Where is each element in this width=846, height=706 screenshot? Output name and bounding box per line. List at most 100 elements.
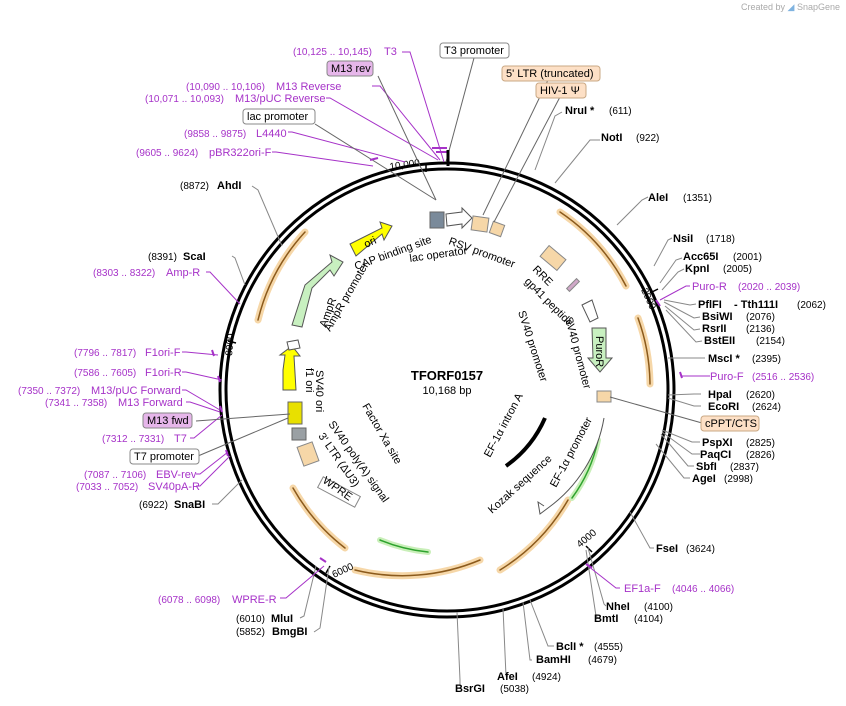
- plasmid-size: 10,168 bp: [423, 385, 472, 397]
- enzyme-paqci: PaqCI: [700, 449, 731, 461]
- enzyme-msci-pos: (2395): [752, 354, 781, 365]
- hiv-psi-box: [488, 220, 506, 238]
- m13-rev-tag: [326, 60, 374, 77]
- enzyme-msci: MscI *: [708, 353, 741, 365]
- t7-promoter-tag: [129, 448, 200, 465]
- label-factor-xa: Factor Xa site: [359, 402, 403, 467]
- ltr5-box: [470, 215, 490, 233]
- t3-promoter-label: T3 promoter: [444, 45, 504, 57]
- hiv-psi-label: HIV-1 Ψ: [540, 85, 580, 97]
- enzyme-acc65i-pos: (2001): [733, 252, 762, 263]
- enzyme-scai-pos: (8391): [148, 252, 177, 263]
- primer-m13pucrev-range: (10,071 .. 10,093): [145, 94, 224, 105]
- primer-l4440: L4440: [256, 128, 287, 140]
- enzyme-bsrgi-pos: (5038): [500, 684, 529, 695]
- primer-labels: (10,125 .. 10,145) T3 (10,090 .. 10,106)…: [18, 46, 814, 606]
- ef1a-intron-arc: [504, 417, 547, 468]
- primer-t7-range: (7312 .. 7331): [102, 434, 164, 445]
- primer-ebvrev-range: (7087 .. 7106): [84, 470, 146, 481]
- puror-arrow: [586, 327, 614, 373]
- primer-pbr322-range: (9605 .. 9624): [136, 148, 198, 159]
- enzyme-nrui: NruI *: [565, 105, 595, 117]
- ori-arrow: [349, 221, 393, 257]
- primer-sv40par: SV40pA-R: [148, 481, 200, 493]
- ampr-arrow: [291, 253, 344, 328]
- enzyme-labels-right: NruI * (611) NotI (922) AleI (1351) NsiI…: [455, 105, 826, 695]
- plasmid-name: TFORF0157: [411, 368, 483, 383]
- backbone-inner: [224, 167, 670, 613]
- enzyme-leaders: [212, 111, 705, 686]
- t7-promoter-label: T7 promoter: [134, 451, 194, 463]
- enzyme-nsii-pos: (1718): [706, 234, 735, 245]
- enzyme-tth111i: - Tth111I: [734, 299, 778, 311]
- enzyme-fsei-pos: (3624): [686, 544, 715, 555]
- ltr5-label: 5' LTR (truncated): [506, 68, 593, 80]
- enzyme-bsteii: BstEII: [704, 335, 735, 347]
- credit-prefix: Created by: [740, 2, 785, 12]
- primer-f1orif-range: (7796 .. 7817): [74, 348, 136, 359]
- primer-l4440-range: (9858 .. 9875): [184, 129, 246, 140]
- enzyme-bmgbi-pos: (5852): [236, 627, 265, 638]
- enzyme-nrui-pos: (611): [609, 106, 632, 117]
- lac-promoter-tag: [242, 108, 316, 125]
- sv40-promoter-arrow-2: [286, 339, 301, 351]
- enzyme-snabi: SnaBI: [174, 499, 205, 511]
- enzyme-acc65i: Acc65I: [683, 251, 718, 263]
- tag-leaders: [195, 57, 703, 457]
- enzyme-sbfi: SbfI: [696, 461, 717, 473]
- enzyme-pspxi-pos: (2825): [746, 438, 775, 449]
- enzyme-bmti: BmtI: [594, 613, 618, 625]
- m13-fwd-label: M13 fwd: [147, 415, 189, 427]
- primer-f1orir: F1ori-R: [145, 367, 182, 379]
- enzyme-afei: AfeI: [497, 671, 518, 683]
- enzyme-agei: AgeI: [692, 473, 716, 485]
- feature-shapes: [278, 206, 614, 515]
- enzyme-snabi-pos: (6922): [139, 500, 168, 511]
- lac-block-top: [429, 211, 445, 229]
- enzyme-ecori: EcoRI: [708, 401, 739, 413]
- enzyme-alei: AleI: [648, 192, 668, 204]
- enzyme-nhei-pos: (4100): [644, 602, 673, 613]
- m13-lac-block: [287, 401, 303, 425]
- primer-ampr-range: (8303 .. 8322): [93, 268, 155, 279]
- enzyme-rsrii: RsrII: [702, 323, 726, 335]
- m13-fwd-tag: [142, 412, 193, 429]
- enzyme-bmti-pos: (4104): [634, 614, 663, 625]
- lac-promoter-label: lac promoter: [247, 111, 308, 123]
- label-sv40-ori: SV40 ori: [313, 370, 325, 412]
- primer-f1orif: F1ori-F: [145, 347, 181, 359]
- enzyme-labels-left: (8872) AhdI (8391) ScaI (6922) SnaBI (60…: [139, 180, 307, 638]
- cppt-tag: [700, 415, 760, 432]
- snapgene-credit: Created by ◢ SnapGene: [741, 2, 840, 13]
- label-ef1a-intron: EF-1α intron A: [482, 391, 526, 460]
- sv40-promoter-arrow: [581, 299, 599, 323]
- primer-leaders: [182, 51, 710, 599]
- primer-m13fwd: M13 Forward: [118, 397, 183, 409]
- enzyme-hpai: HpaI: [708, 389, 732, 401]
- primer-t3: T3: [384, 46, 397, 58]
- enzyme-nhei: NheI: [606, 601, 630, 613]
- label-sv40-promoter-a: SV40 promoter: [562, 316, 593, 391]
- enzyme-pflfi: PflFI: [698, 299, 722, 311]
- enzyme-ahdi-pos: (8872): [180, 181, 209, 192]
- primer-m13rev: M13 Reverse: [276, 81, 341, 93]
- enzyme-afei-pos: (4924): [532, 672, 561, 683]
- enzyme-hpai-pos: (2620): [746, 390, 775, 401]
- enzyme-agei-pos: (2998): [724, 474, 753, 485]
- primer-arcs: [211, 147, 683, 569]
- enzyme-ecori-pos: (2624): [752, 402, 781, 413]
- enzyme-mlui: MluI: [271, 613, 293, 625]
- enzyme-bsteii-pos: (2154): [756, 336, 785, 347]
- enzyme-bcli: BclI *: [556, 641, 584, 653]
- enzyme-tth111i-pos: (2062): [797, 300, 826, 311]
- primer-m13pucrev: M13/pUC Reverse: [235, 93, 325, 105]
- primer-ampr: Amp-R: [166, 267, 200, 279]
- cppt-label: cPPT/CTS: [705, 418, 757, 430]
- primer-m13pucfwd: M13/pUC Forward: [91, 385, 181, 397]
- enzyme-scai: ScaI: [183, 251, 206, 263]
- primer-sv40par-range: (7033 .. 7052): [76, 482, 138, 493]
- enzyme-noti-pos: (922): [636, 133, 659, 144]
- sv40pa-box: [291, 427, 307, 441]
- primer-ebvrev: EBV-rev: [156, 469, 197, 481]
